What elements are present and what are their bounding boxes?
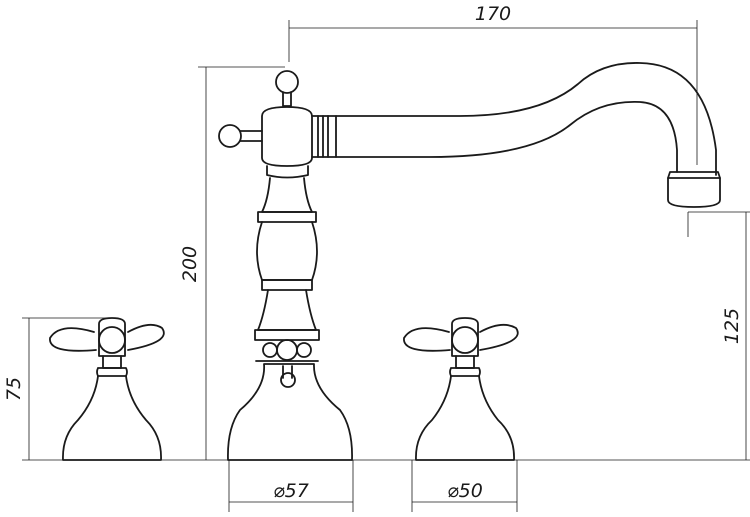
dim-spout-height: 125 bbox=[721, 308, 743, 344]
dimension-lines bbox=[22, 20, 750, 512]
mixer-body bbox=[218, 70, 353, 461]
left-valve bbox=[49, 317, 165, 461]
right-valve bbox=[403, 317, 519, 461]
dim-base-diameter-valve: ⌀50 bbox=[447, 480, 483, 502]
dim-top-width: 170 bbox=[475, 3, 511, 25]
dim-handle-height: 75 bbox=[3, 377, 25, 401]
dim-total-height: 200 bbox=[179, 246, 201, 282]
spout bbox=[335, 62, 721, 208]
dim-base-diameter-mixer: ⌀57 bbox=[273, 480, 309, 502]
